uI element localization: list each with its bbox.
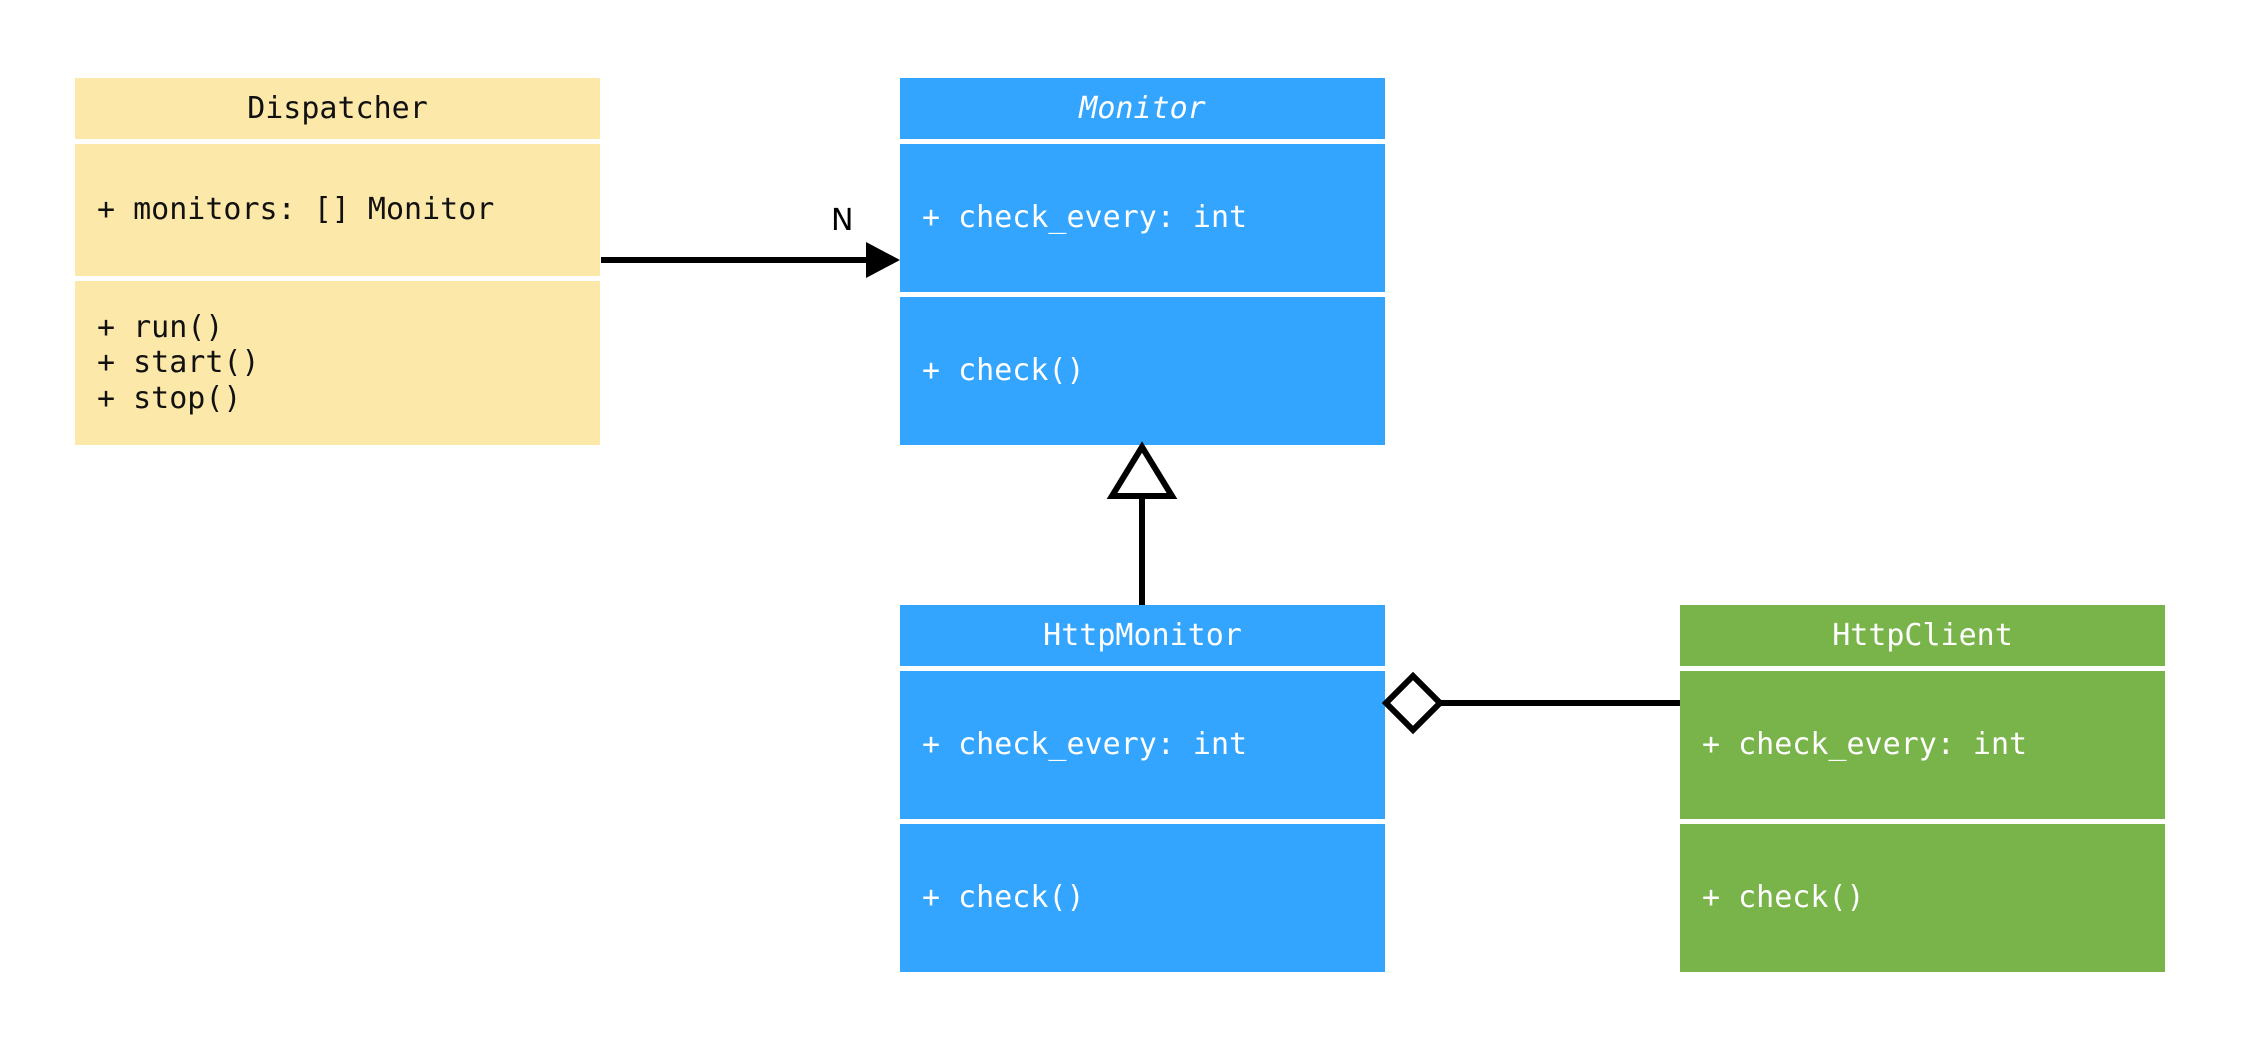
uml-class-dispatcher-name: Dispatcher [247, 91, 428, 126]
uml-class-dispatcher-separator-2 [75, 276, 600, 281]
uml-class-httpmonitor-attributes: + check_every: int [900, 671, 1385, 819]
uml-method: + start() [97, 345, 260, 381]
uml-method: + run() [97, 310, 224, 346]
edge-httpmonitor-to-httpclient [1381, 671, 1680, 735]
uml-attribute: + monitors: [] Monitor [97, 192, 495, 228]
uml-class-httpclient-name: HttpClient [1832, 618, 2013, 653]
uml-class-httpmonitor-separator-2 [900, 819, 1385, 824]
uml-class-httpclient-separator-1 [1680, 666, 2165, 671]
uml-class-dispatcher-attributes: + monitors: [] Monitor [75, 144, 600, 276]
uml-class-dispatcher-methods: + run() + start() + stop() [75, 281, 600, 445]
uml-class-monitor-methods: + check() [900, 297, 1385, 445]
uml-class-httpclient-attributes: + check_every: int [1680, 671, 2165, 819]
uml-class-httpclient-title: HttpClient [1680, 605, 2165, 666]
uml-method: + stop() [97, 380, 242, 416]
uml-class-monitor-separator-2 [900, 292, 1385, 297]
uml-class-httpclient[interactable]: HttpClient + check_every: int + check() [1680, 605, 2165, 972]
uml-class-dispatcher-title: Dispatcher [75, 78, 600, 139]
uml-class-httpmonitor-title: HttpMonitor [900, 605, 1385, 666]
uml-class-dispatcher-separator-1 [75, 139, 600, 144]
hollow-diamond-head-icon [1381, 671, 1445, 735]
uml-class-httpmonitor-separator-1 [900, 666, 1385, 671]
uml-method: + check() [1702, 880, 1865, 916]
uml-method: + check() [922, 353, 1085, 389]
solid-arrow-head-icon [866, 242, 900, 278]
uml-class-monitor[interactable]: Monitor + check_every: int + check() [900, 78, 1385, 445]
uml-attribute: + check_every: int [922, 727, 1248, 763]
hollow-triangle-head-icon [1106, 441, 1178, 499]
uml-attribute: + check_every: int [1702, 727, 2028, 763]
uml-class-monitor-attributes: + check_every: int [900, 144, 1385, 292]
uml-class-httpclient-separator-2 [1680, 819, 2165, 824]
association-multiplicity-label: N [831, 203, 854, 238]
uml-class-httpmonitor[interactable]: HttpMonitor + check_every: int + check() [900, 605, 1385, 972]
uml-class-httpmonitor-methods: + check() [900, 824, 1385, 972]
uml-class-dispatcher[interactable]: Dispatcher + monitors: [] Monitor + run(… [75, 78, 600, 445]
uml-class-monitor-title: Monitor [900, 78, 1385, 139]
edge-dispatcher-to-monitor [601, 242, 900, 278]
uml-attribute: + check_every: int [922, 200, 1248, 236]
uml-class-httpclient-methods: + check() [1680, 824, 2165, 972]
uml-class-httpmonitor-name: HttpMonitor [1043, 618, 1242, 653]
uml-class-monitor-separator-1 [900, 139, 1385, 144]
uml-method: + check() [922, 880, 1085, 916]
edge-httpmonitor-to-monitor [1106, 441, 1178, 605]
uml-class-monitor-name: Monitor [1079, 91, 1206, 126]
